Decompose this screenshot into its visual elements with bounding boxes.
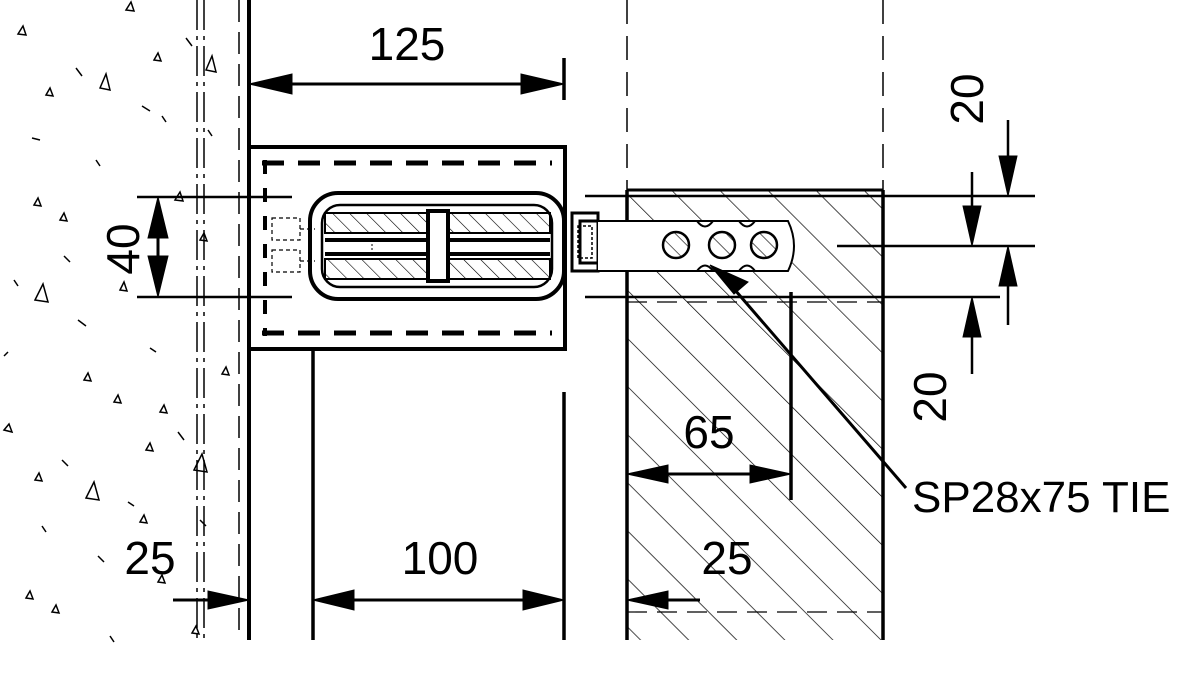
- dimension-left-gap: [173, 590, 250, 610]
- dimension-tie-height: [137, 195, 292, 299]
- dimension-label-65: 65: [683, 406, 734, 458]
- dimension-label-125: 125: [369, 18, 446, 70]
- dimension-insulation-width: [312, 589, 565, 611]
- dimension-label-20-bottom: 20: [904, 371, 956, 422]
- dimension-label-20-top: 20: [941, 73, 993, 124]
- dimension-bottom-offset: [962, 245, 1018, 374]
- dimension-bracket-width: [248, 73, 565, 95]
- tie-callout-leader: [709, 264, 908, 489]
- dimension-label-25-left: 25: [124, 532, 175, 584]
- tie-callout-label: SP28x75 TIE: [912, 473, 1170, 522]
- fixing-bolts: [271, 217, 315, 273]
- support-bracket: [247, 145, 567, 351]
- dimension-embed-depth: [626, 292, 793, 500]
- concrete-speckles: [2, 0, 231, 643]
- concrete-substrate: [2, 0, 240, 643]
- dimension-label-100: 100: [402, 532, 479, 584]
- channel-slot-inner: [320, 203, 554, 289]
- dimension-label-40: 40: [97, 223, 149, 274]
- sp28x75-tie: [570, 211, 795, 273]
- dimension-top-offset: [962, 120, 1018, 247]
- dimension-right-gap: [626, 590, 700, 610]
- channel-slot-outer: [308, 191, 566, 301]
- dimension-label-25-right: 25: [701, 532, 752, 584]
